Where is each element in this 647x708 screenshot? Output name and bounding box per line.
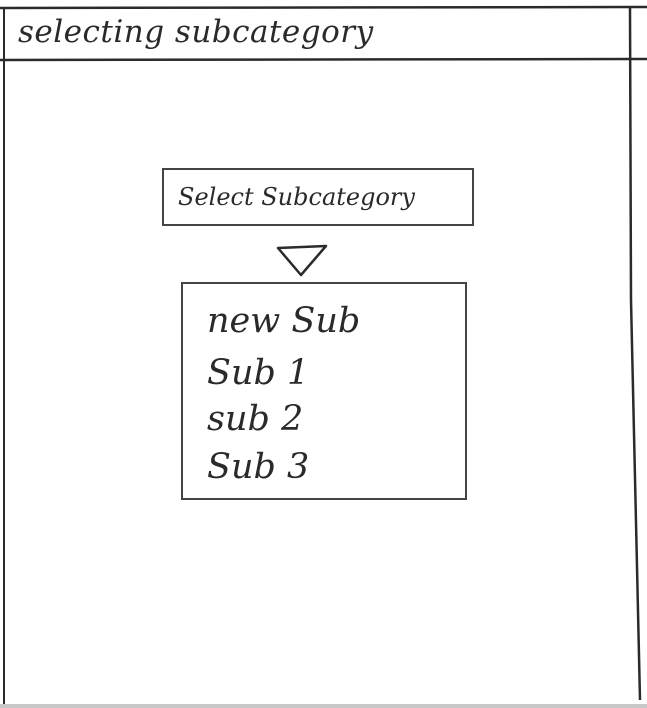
subcategory-select[interactable]: Select Subcategory xyxy=(162,168,474,226)
subcategory-dropdown-list: new Sub Sub 1 sub 2 Sub 3 xyxy=(181,282,467,500)
triangle-down-icon[interactable] xyxy=(274,242,330,280)
option-sub-1[interactable]: Sub 1 xyxy=(207,353,310,393)
page-title: selecting subcategory xyxy=(18,14,374,50)
top-border xyxy=(0,5,647,10)
option-new-sub[interactable]: new Sub xyxy=(207,301,361,341)
header-divider xyxy=(0,57,647,62)
option-sub-3[interactable]: Sub 3 xyxy=(207,447,310,487)
option-sub-2[interactable]: sub 2 xyxy=(207,399,304,439)
right-border xyxy=(628,7,642,701)
subcategory-select-label: Select Subcategory xyxy=(178,183,415,211)
